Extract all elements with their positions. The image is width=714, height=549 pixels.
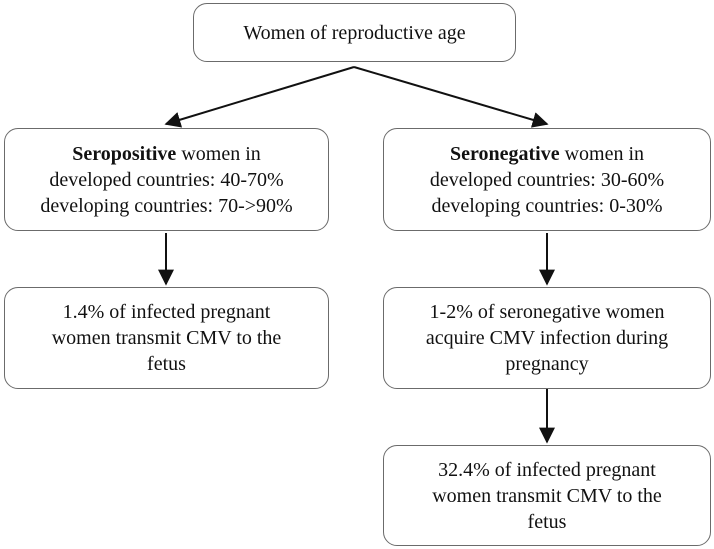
seronegative-line1: Seronegative women in: [450, 141, 644, 167]
acquisition-line2: acquire CMV infection during: [425, 327, 669, 349]
root-box: Women of reproductive age: [193, 3, 516, 62]
root-label: Women of reproductive age: [243, 21, 466, 44]
seropositive-developed: developed countries: 40-70%: [49, 168, 284, 191]
seropositive-outcome-line3: fetus: [147, 353, 186, 375]
seropositive-line1: Seropositive women in: [72, 141, 261, 167]
seropositive-outcome-line2: women transmit CMV to the: [51, 327, 282, 349]
seropositive-outcome-line1: 1.4% of infected pregnant: [62, 301, 271, 323]
seronegative-developing: developing countries: 0-30%: [431, 194, 663, 217]
acquisition-line1: 1-2% of seronegative women: [429, 301, 665, 323]
seronegative-developed: developed countries: 30-60%: [429, 168, 665, 191]
seropositive-outcome-box: 1.4% of infected pregnant women transmit…: [4, 287, 329, 389]
seropositive-term: Seropositive: [72, 142, 177, 165]
seronegative-term: Seronegative: [449, 142, 560, 165]
seropositive-developing: developing countries: 70->90%: [40, 194, 293, 217]
seropositive-box: Seropositive women in developed countrie…: [4, 128, 329, 231]
seropositive-line1-rest: women in: [176, 142, 261, 165]
seronegative-box: Seronegative women in developed countrie…: [383, 128, 711, 231]
arrow-root-to-seronegative: [353, 66, 549, 128]
seronegative-outcome-line3: fetus: [527, 510, 567, 533]
seronegative-line1-rest: women in: [559, 142, 645, 165]
seronegative-outcome-line2: women transmit CMV to the: [432, 484, 662, 507]
acquisition-line3: pregnancy: [505, 353, 589, 375]
seronegative-outcome-line1: 32.4% of infected pregnant: [438, 458, 656, 481]
seronegative-acquisition-box: 1-2% of seronegative women acquire CMV i…: [383, 287, 711, 389]
arrow-root-to-seropositive: [164, 66, 355, 128]
seronegative-outcome-box: 32.4% of infected pregnant women transmi…: [383, 445, 711, 546]
